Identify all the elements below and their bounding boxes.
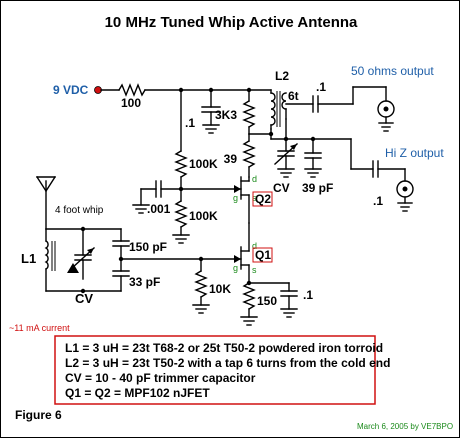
resistor-100k-bot-label: 100K — [189, 209, 218, 223]
l2-coil — [270, 92, 276, 126]
q1-label: Q1 — [255, 248, 271, 262]
resistor-150 — [242, 282, 256, 310]
q1-pin-g: g — [233, 263, 238, 273]
cap-top-left-label: .1 — [185, 116, 195, 130]
cv-top-label: CV — [273, 181, 290, 195]
current-note: ~11 mA current — [9, 323, 70, 333]
cv-bottom-label: CV — [75, 291, 93, 306]
cap-bot-right-label: .1 — [303, 288, 313, 302]
resistor-10k — [194, 270, 208, 298]
note-line-3: CV = 10 - 40 pF trimmer capacitor — [65, 371, 256, 385]
resistor-150-label: 150 — [257, 294, 277, 308]
resistor-100k-top — [174, 150, 188, 178]
diagram-title: 10 MHz Tuned Whip Active Antenna — [105, 14, 358, 31]
q1-label-box — [252, 247, 273, 263]
l1-label: L1 — [21, 251, 36, 266]
q2-pin-g: g — [233, 193, 238, 203]
resistor-10k-label: 10K — [209, 282, 231, 296]
resistor-39-label: 39 — [224, 152, 238, 166]
q2-label-box — [252, 191, 273, 207]
resistor-100k-bot — [174, 200, 188, 228]
resistor-39 — [242, 140, 256, 168]
output-hiz-label: Hi Z output — [385, 146, 444, 160]
resistor-100k-top-label: 100K — [189, 157, 218, 171]
cap-hiz-out-label: .1 — [373, 194, 383, 208]
q1-pin-s: s — [252, 265, 257, 275]
figure-label: Figure 6 — [15, 408, 62, 422]
resistor-100 — [118, 83, 146, 97]
note-line-1: L1 = 3 uH = 23t T68-2 or 25t T50-2 powde… — [65, 341, 383, 355]
date-credit: March 6, 2005 by VE7BPO — [357, 422, 453, 431]
q2-pin-s: s — [252, 193, 257, 203]
l2-tap-label: 6t — [288, 89, 299, 103]
supply-label: 9 VDC — [53, 83, 89, 97]
output-50-ohm-label: 50 ohms output — [351, 64, 434, 78]
q2-label: Q2 — [255, 192, 271, 206]
resistor-100-label: 100 — [121, 96, 141, 110]
l2-label: L2 — [275, 69, 289, 83]
whip-label: 4 foot whip — [55, 205, 104, 216]
cap-50-out-label: .1 — [316, 80, 326, 94]
q1-pin-d: d — [252, 241, 257, 251]
resistor-3k3 — [242, 100, 256, 128]
l1-coil — [44, 240, 49, 270]
q2-pin-d: d — [252, 174, 257, 184]
note-line-4: Q1 = Q2 = MPF102 nJFET — [65, 386, 210, 400]
notes-box — [54, 335, 376, 405]
resistor-3k3-label: 3K3 — [215, 108, 237, 122]
note-line-2: L2 = 3 uH = 23t T50-2 with a tap 6 turns… — [65, 356, 390, 370]
cap-39pf-label: 39 pF — [302, 181, 333, 195]
cap-33pf-label: 33 pF — [129, 275, 160, 289]
cap-001-label: .001 — [147, 202, 171, 216]
cap-150pf-label: 150 pF — [129, 240, 167, 254]
